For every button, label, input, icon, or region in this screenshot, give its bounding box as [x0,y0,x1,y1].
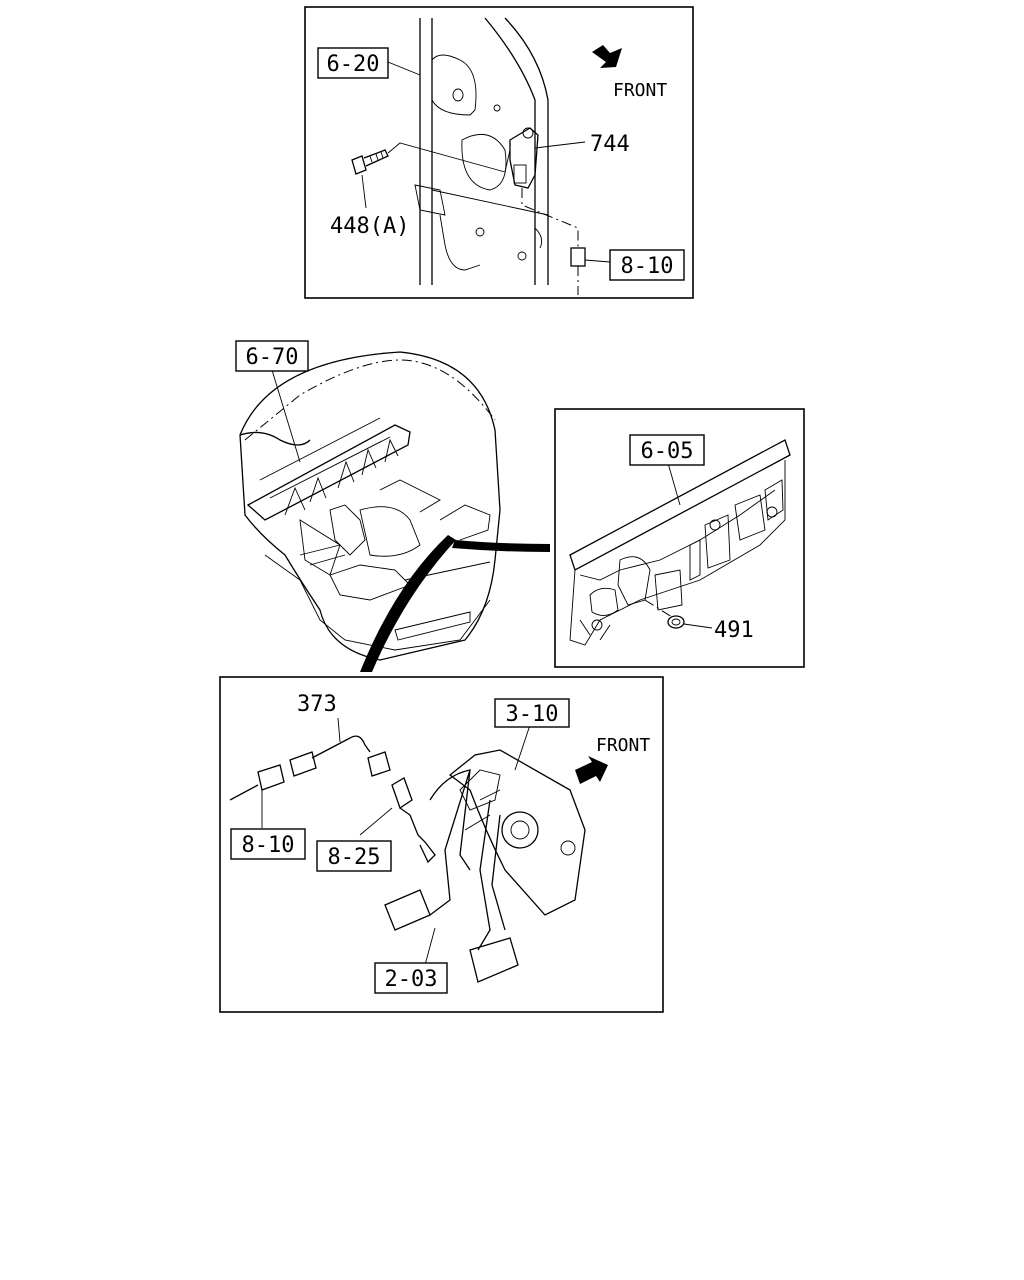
right-detail-panel: 6-05 491 [554,408,805,668]
front-label: FRONT [613,80,667,101]
ref-6-05-label: 6-05 [641,439,694,464]
part-744-label: 744 [590,132,630,157]
front-label-bottom: FRONT [596,735,650,756]
part-448a-label: 448(A) [330,214,409,239]
ref-3-10-label: 3-10 [506,702,559,727]
cab-overview: 6-70 [235,340,550,672]
part-373-label: 373 [297,692,337,717]
part-491-label: 491 [714,618,754,643]
ref-8-10-label-bottom: 8-10 [242,833,295,858]
top-detail-panel: 6-20 FRONT 744 448(A) 8-10 [304,6,694,299]
front-arrow-icon [575,756,608,784]
bottom-detail-panel: 373 3-10 FRONT 8-10 8-25 2-03 [219,676,664,1013]
ref-8-25-label: 8-25 [328,845,381,870]
front-arrow-icon [592,45,622,68]
ref-6-70-label: 6-70 [246,345,299,370]
ref-8-10-label: 8-10 [621,254,674,279]
ref-2-03-label: 2-03 [385,967,438,992]
ref-6-20-label: 6-20 [327,52,380,77]
